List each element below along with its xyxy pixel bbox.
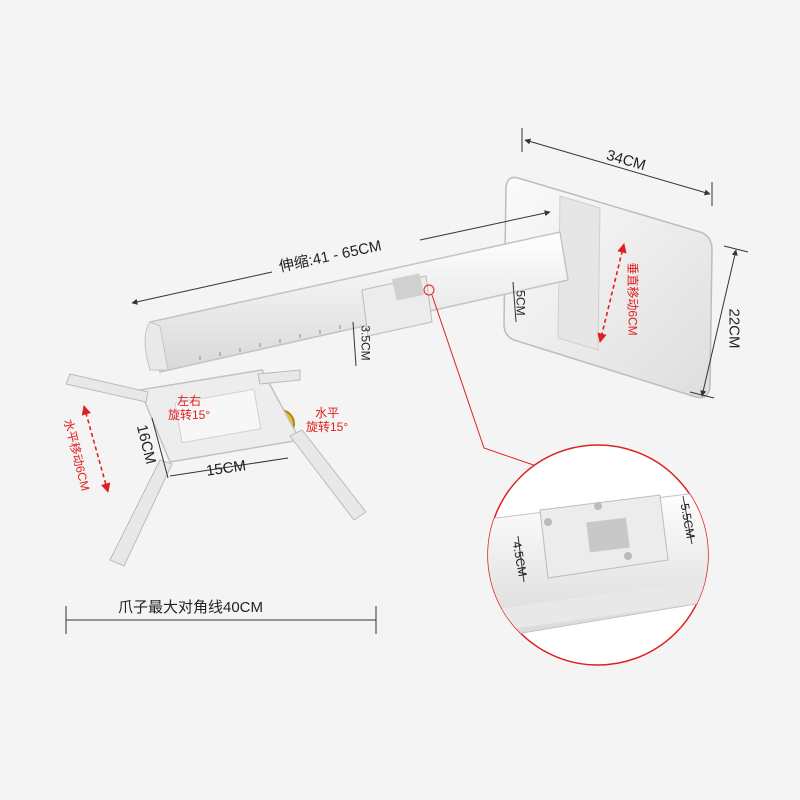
extension-arm	[144, 231, 569, 373]
rotate-left-right-line1: 左右	[177, 394, 202, 408]
vertical-move-label: 垂直移动6CM	[625, 262, 640, 336]
claw-diagonal-label: 爪子最大对角线40CM	[118, 599, 264, 616]
zoom-leader	[423, 284, 549, 471]
zoom-detail	[487, 444, 709, 666]
rotate-level-line1: 水平	[315, 406, 340, 420]
rotate-left-right-line2: 旋转15°	[168, 408, 211, 422]
plate-height-label: 22CM	[725, 308, 743, 349]
dimension-lines	[65, 128, 749, 634]
bar-height-label: 3.5CM	[358, 325, 373, 361]
arm-height-label: 5CM	[513, 290, 528, 316]
rotate-level-label: 水平 旋转15°	[306, 406, 348, 434]
rotate-left-right-label: 左右 旋转15°	[168, 394, 210, 422]
rotate-level-line2: 旋转15°	[306, 420, 349, 434]
movement-arrows	[81, 243, 627, 493]
projector-bracket	[65, 369, 367, 567]
